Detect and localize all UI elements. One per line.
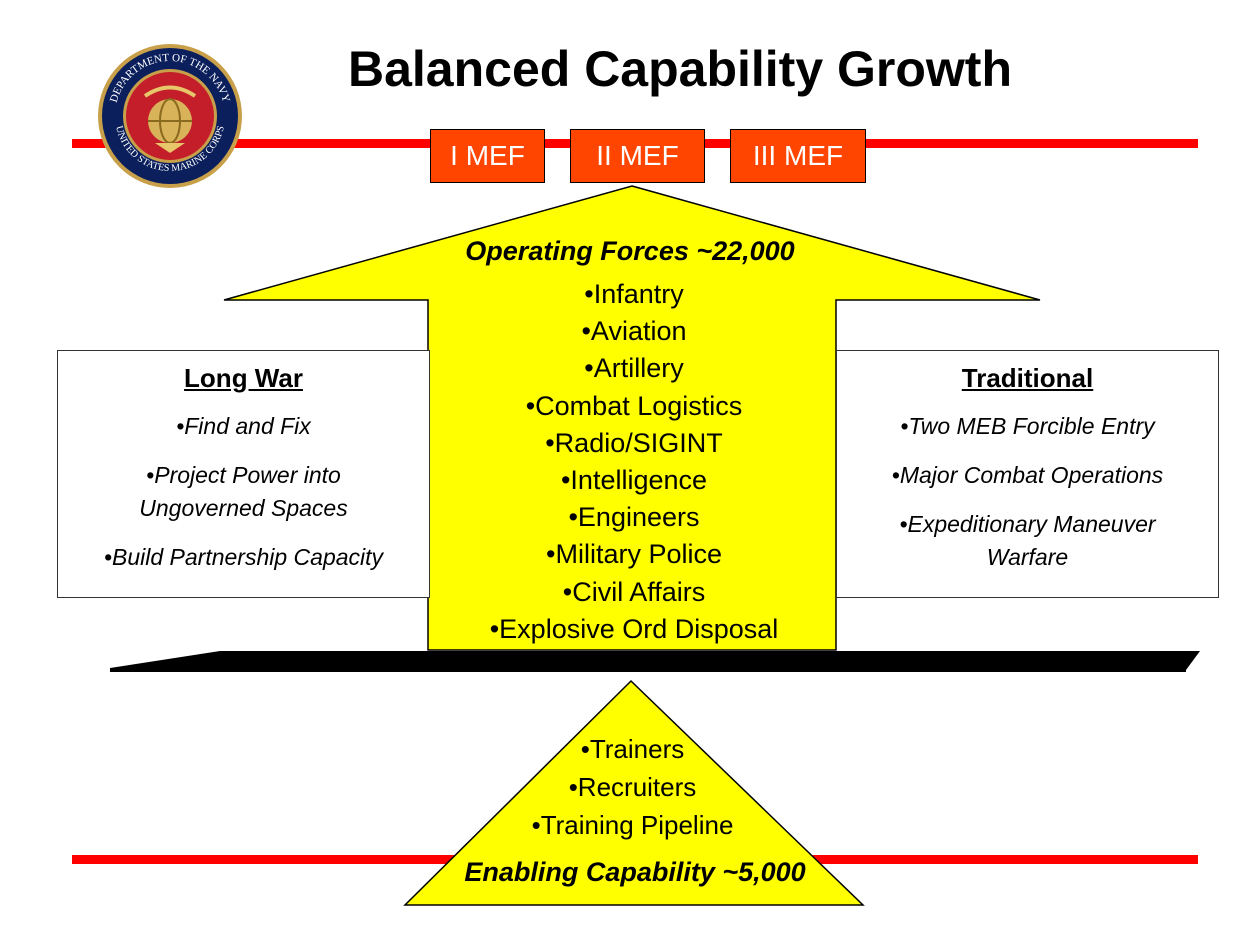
long-war-heading: Long War [184, 363, 303, 393]
operating-force-item: •Aviation [581, 316, 687, 347]
operating-force-item: •Radio/SIGINT [545, 427, 723, 458]
operating-forces-heading: Operating Forces ~22,000 [465, 236, 795, 266]
operating-forces-list: •Infantry •Aviation •Artillery •Combat L… [430, 276, 838, 648]
operating-force-item: •Intelligence [560, 465, 708, 496]
mef-box-2: II MEF [570, 129, 705, 183]
balance-beam [110, 651, 1200, 672]
enabling-item: •Training Pipeline [531, 810, 734, 840]
enabling-item: •Trainers [580, 734, 685, 764]
traditional-heading: Traditional [961, 363, 1094, 393]
operating-force-item: •Civil Affairs [562, 576, 706, 607]
long-war-item: •Project Power into Ungoverned Spaces [139, 462, 348, 521]
traditional-box: Traditional •Two MEB Forcible Entry •Maj… [836, 350, 1219, 598]
long-war-item: •Build Partnership Capacity [103, 544, 384, 570]
operating-force-item: •Engineers [568, 502, 700, 533]
mef-box-1: I MEF [430, 129, 545, 183]
operating-force-item: •Military Police [546, 539, 722, 570]
marine-corps-seal: DEPARTMENT OF THE NAVY UNITED STATES MAR… [98, 44, 242, 188]
long-war-box: Long War •Find and Fix •Project Power in… [57, 350, 430, 598]
enabling-item: •Recruiters [568, 772, 697, 802]
mef-box-3: III MEF [730, 129, 866, 183]
slide-title: Balanced Capability Growth [347, 41, 1012, 97]
traditional-item: •Major Combat Operations [891, 462, 1164, 488]
operating-force-item: •Artillery [584, 353, 684, 384]
enabling-capability-footer: Enabling Capability ~5,000 [464, 857, 806, 887]
long-war-item: •Find and Fix [176, 413, 311, 439]
enabling-triangle [403, 679, 865, 906]
traditional-item: •Expeditionary Maneuver Warfare [899, 511, 1156, 570]
enabling-list: •Trainers •Recruiters •Training Pipeline [480, 730, 785, 844]
traditional-item: •Two MEB Forcible Entry [900, 413, 1155, 439]
operating-force-item: •Combat Logistics [525, 390, 743, 421]
operating-force-item: •Explosive Ord Disposal [489, 613, 779, 644]
operating-force-item: •Infantry [584, 279, 684, 309]
